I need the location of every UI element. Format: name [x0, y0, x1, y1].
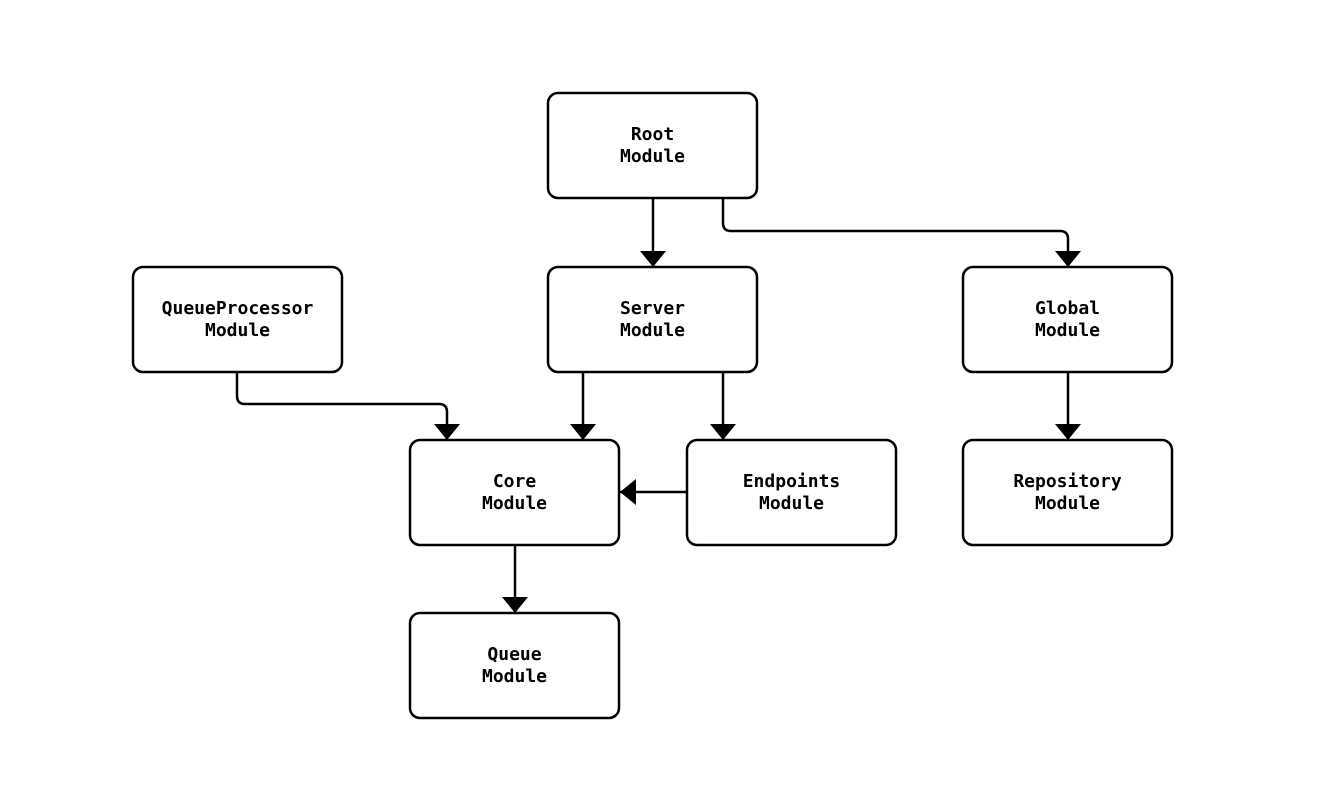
node-box-global — [961, 265, 1174, 374]
node-label-line: Module — [482, 666, 547, 687]
arrowhead-core-queue — [502, 597, 528, 613]
node-label-line: Root — [631, 124, 674, 145]
node-box-queue — [408, 611, 621, 720]
node-label-line: Repository — [1013, 471, 1122, 492]
node-box-endpoints — [685, 438, 898, 547]
node-label-line: Module — [482, 493, 547, 514]
node-label-line: QueueProcessor — [162, 298, 314, 319]
arrowhead-endpoints-core — [620, 479, 636, 505]
node-label-line: Module — [1035, 320, 1100, 341]
arrowhead-root-server — [640, 251, 666, 267]
node-label-line: Global — [1035, 298, 1100, 319]
node-label-line: Module — [205, 320, 270, 341]
node-label-line: Queue — [487, 644, 541, 665]
node-box-core — [408, 438, 621, 547]
node-label-line: Module — [620, 146, 685, 167]
arrowhead-queueprocessor-core — [434, 424, 460, 440]
node-label-line: Module — [620, 320, 685, 341]
arrowhead-root-global — [1055, 251, 1081, 267]
node-box-repository — [961, 438, 1174, 547]
edge-queueprocessor-core — [235, 372, 449, 440]
node-label-line: Module — [759, 493, 824, 514]
edge-root-global — [721, 198, 1070, 267]
node-box-root — [546, 91, 759, 200]
node-label-line: Module — [1035, 493, 1100, 514]
arrowhead-server-endpoints — [710, 424, 736, 440]
arrowhead-server-core — [570, 424, 596, 440]
node-box-server — [546, 265, 759, 374]
node-label-line: Server — [620, 298, 685, 319]
node-label-line: Endpoints — [743, 471, 841, 492]
node-label-line: Core — [493, 471, 537, 492]
arrowhead-global-repository — [1055, 424, 1081, 440]
node-box-queueprocessor — [131, 265, 344, 374]
